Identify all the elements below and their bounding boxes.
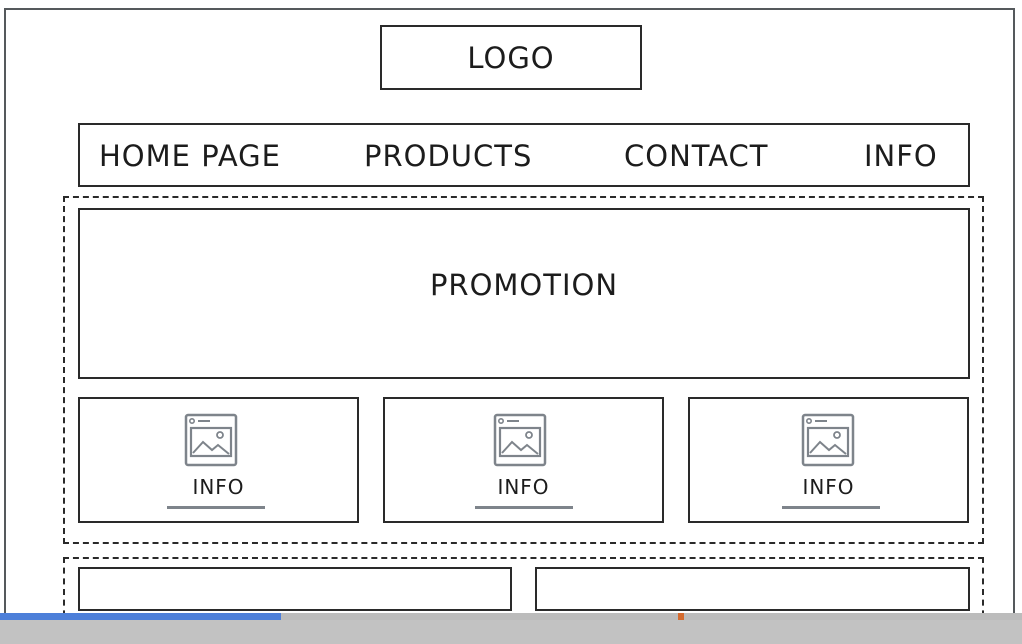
content-section-outline: [63, 196, 984, 544]
image-placeholder-icon: [493, 413, 547, 471]
image-placeholder-icon: [184, 413, 238, 471]
nav-item-products[interactable]: PRODUCTS: [364, 139, 533, 173]
logo-label: LOGO: [467, 40, 555, 75]
info-card-3: INFO: [688, 397, 969, 523]
chapter-marker: [678, 613, 684, 620]
nav-item-contact[interactable]: CONTACT: [624, 139, 769, 173]
wireframe-frame: [4, 8, 1015, 644]
image-placeholder-icon: [801, 413, 855, 471]
info-card-2: INFO: [383, 397, 664, 523]
footer-block-right: [535, 567, 970, 611]
card-underline: [475, 506, 573, 509]
card-label: INFO: [192, 475, 245, 499]
nav-item-home-page[interactable]: HOME PAGE: [99, 139, 281, 173]
logo-placeholder: LOGO: [380, 25, 642, 90]
playback-progress[interactable]: [0, 613, 282, 620]
video-player-bar[interactable]: [0, 613, 1022, 644]
info-card-1: INFO: [78, 397, 359, 523]
card-underline: [782, 506, 880, 509]
promotion-banner: PROMOTION: [78, 208, 970, 379]
promotion-label: PROMOTION: [429, 267, 619, 302]
footer-block-left: [78, 567, 512, 611]
card-label: INFO: [497, 475, 550, 499]
nav-bar: HOME PAGE PRODUCTS CONTACT INFO: [78, 123, 970, 187]
card-label: INFO: [802, 475, 855, 499]
card-underline: [167, 506, 265, 509]
player-control-strip: [0, 620, 1022, 644]
nav-item-info[interactable]: INFO: [864, 139, 938, 173]
